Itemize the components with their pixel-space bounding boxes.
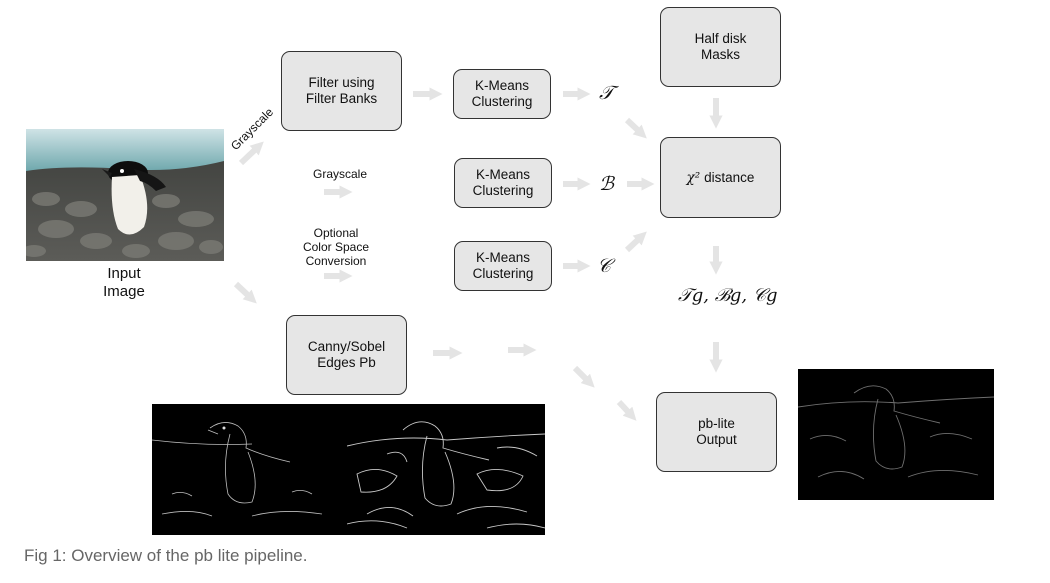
chi-distance-box: χ² distance (660, 137, 781, 218)
filter-banks-box: Filter using Filter Banks (281, 51, 402, 131)
color-symbol: 𝒞 (597, 255, 611, 277)
grayscale-label: Grayscale (312, 167, 368, 181)
pblite-output-box: pb-lite Output (656, 392, 777, 472)
pblite-output-label: pb-lite Output (696, 416, 737, 447)
sobel-edges-image (347, 404, 545, 535)
arrow-color-to-chi (624, 231, 647, 253)
brightness-symbol: ℬ (599, 173, 614, 195)
texture-symbol: 𝒯 (599, 82, 614, 104)
figure-caption: Fig 1: Overview of the pb lite pipeline. (24, 546, 308, 565)
half-disk-masks-box: Half disk Masks (660, 7, 781, 87)
kmeans-color-label: K-Means Clustering (472, 250, 534, 281)
kmeans-texture-label: K-Means Clustering (471, 78, 533, 109)
arrow-canny-down1 (572, 365, 595, 388)
color-space-label: Optional Color Space Conversion (302, 226, 370, 268)
canny-sobel-label: Canny/Sobel Edges Pb (307, 339, 386, 370)
arrow-grayscale-to-filter (238, 141, 264, 166)
kmeans-texture-box: K-Means Clustering (453, 69, 551, 119)
canny-sobel-box: Canny/Sobel Edges Pb (286, 315, 407, 395)
filter-banks-label: Filter using Filter Banks (305, 75, 378, 106)
arrow-texture-to-chi (624, 117, 647, 139)
chi-distance-label: distance (704, 169, 755, 185)
canny-edges-image (152, 404, 347, 535)
arrow-canny-down2 (616, 399, 637, 421)
gradients-symbol: 𝒯g, ℬg, 𝒞g (678, 285, 778, 306)
arrow-input-to-canny (233, 281, 257, 304)
chi-symbol: χ² (686, 169, 701, 186)
kmeans-brightness-label: K-Means Clustering (472, 167, 534, 198)
kmeans-color-box: K-Means Clustering (454, 241, 552, 291)
input-image-label: Input Image (103, 265, 145, 300)
kmeans-brightness-box: K-Means Clustering (454, 158, 552, 208)
input-image (26, 129, 224, 261)
half-disk-masks-label: Half disk Masks (694, 31, 747, 62)
pblite-output-image (798, 369, 994, 500)
